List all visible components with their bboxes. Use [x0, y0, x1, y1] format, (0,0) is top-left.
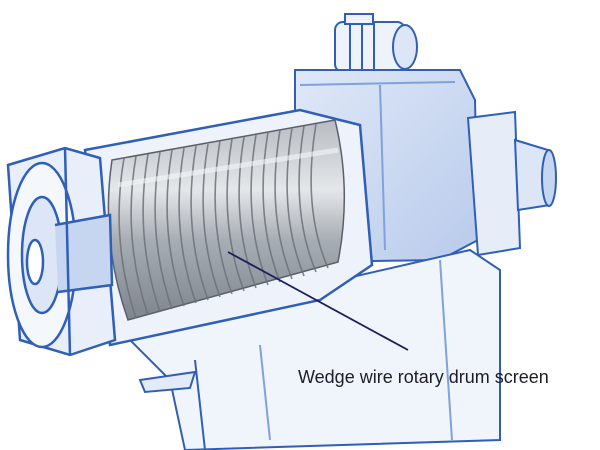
- callout-label: Wedge wire rotary drum screen: [298, 367, 549, 387]
- callout-leader-line: [227, 251, 409, 351]
- motor: [325, 13, 445, 73]
- base-frame: [118, 248, 501, 450]
- wedge-wire-drum: [107, 119, 346, 321]
- inlet-end-cap: [6, 146, 117, 357]
- right-bearing-housing: [466, 110, 557, 257]
